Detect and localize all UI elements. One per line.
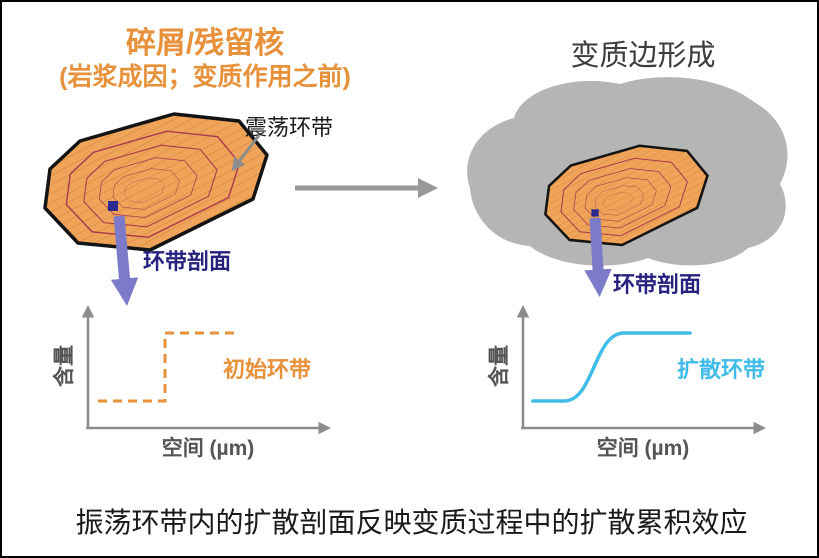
oscillatory-zoning-pointer-arrow (231, 133, 262, 172)
profile-arrow-left (110, 215, 139, 306)
left-crystal-title: 碎屑/残留核 (125, 27, 285, 60)
initial-zoning-label: 初始环带 (223, 357, 312, 382)
zoning-profile-label-right: 环带剖面 (613, 272, 702, 297)
oscillatory-zoning-label: 震荡环带 (245, 115, 334, 140)
bottom-caption: 振荡环带内的扩散剖面反映变质过程中的扩散累积效应 (75, 507, 748, 538)
right-chart-ylabel: 含量 (488, 345, 511, 387)
left-chart-xlabel: 空间 (µm) (161, 437, 255, 460)
right-chart-axes (516, 305, 766, 435)
profile-arrow-right (584, 217, 612, 297)
left-crystal-title-block: 碎屑/残留核 (岩浆成因；变质作用之前) (10, 26, 400, 92)
right-chart-xlabel: 空间 (µm) (596, 437, 690, 460)
left-crystal-subtitle: (岩浆成因；变质作用之前) (59, 63, 351, 91)
initial-zoning-step-curve (98, 331, 234, 403)
diffusion-zoning-label: 扩散环带 (677, 357, 766, 382)
left-chart-ylabel: 含量 (53, 345, 76, 387)
left-chart-axes (81, 305, 331, 435)
right-crystal-title: 变质边形成 (570, 40, 716, 72)
left-crystal (45, 114, 267, 250)
diffusion-zoning-sigmoid-curve (531, 331, 692, 403)
zoning-profile-label-left: 环带剖面 (143, 249, 232, 274)
